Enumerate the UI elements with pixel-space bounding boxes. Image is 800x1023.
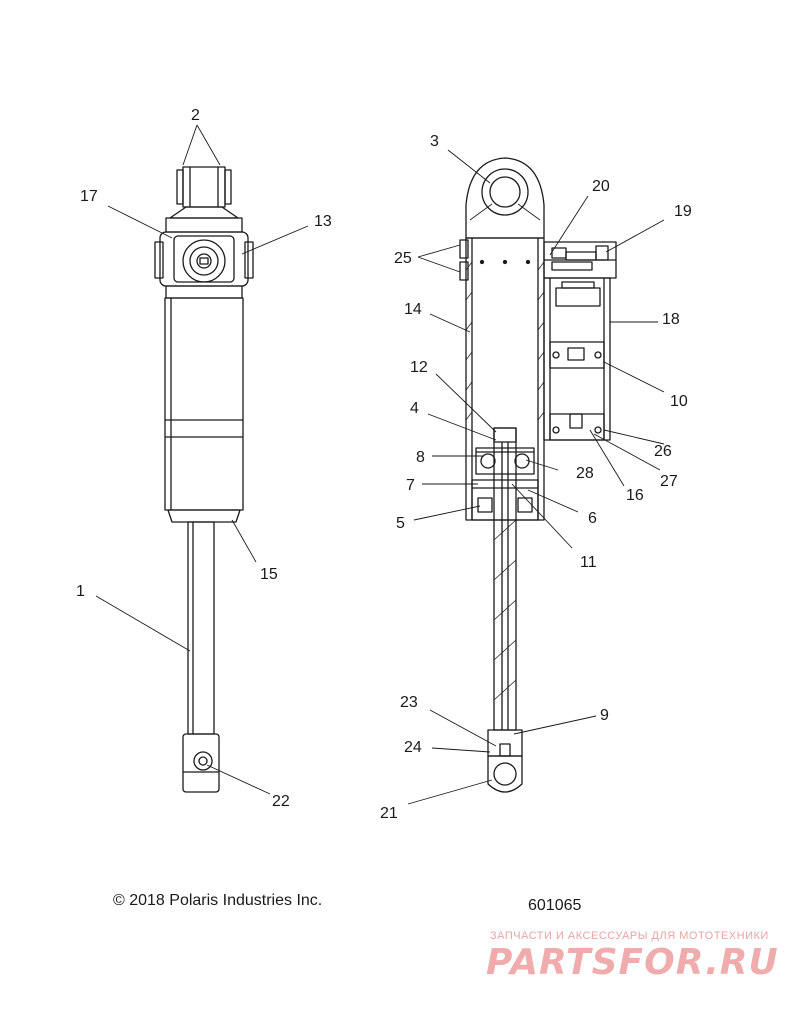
callout-19: 19 [674, 203, 692, 220]
callout-11: 11 [580, 554, 597, 571]
lower-mount-eye [182, 733, 220, 793]
floating-piston [549, 341, 605, 369]
cylinder-section [465, 237, 545, 521]
callout-6: 6 [588, 510, 597, 527]
upper-mount-bushing [182, 239, 226, 283]
callout-20: 20 [592, 178, 610, 195]
piston-shaft [187, 521, 215, 735]
lower-bushing [493, 762, 517, 786]
callout-8: 8 [416, 449, 425, 466]
callout-17: 17 [80, 188, 98, 205]
callout-22: 22 [272, 793, 290, 810]
callout-3: 3 [430, 133, 439, 150]
o-ring-lower [459, 261, 469, 281]
shock-exterior-view [154, 166, 254, 793]
callout-7: 7 [406, 477, 415, 494]
callout-14: 14 [404, 301, 422, 318]
callout-12: 12 [410, 359, 428, 376]
upper-eye-section [465, 157, 545, 239]
callout-15: 15 [260, 566, 278, 583]
body-tube [164, 297, 244, 511]
callout-13: 13 [314, 213, 332, 230]
section-shaft [493, 427, 517, 731]
callout-18: 18 [662, 311, 680, 328]
o-ring-upper [459, 239, 469, 259]
lower-clevis [487, 729, 523, 757]
wall-hatching [465, 261, 545, 421]
copyright-notice: © 2018 Polaris Industries Inc. [113, 892, 323, 909]
callout-21: 21 [380, 805, 398, 822]
leader-lines [95, 124, 665, 805]
callout-labels: 2 17 13 15 1 22 3 20 19 25 14 18 12 10 4… [76, 107, 692, 822]
callout-27: 27 [660, 473, 678, 490]
seal-head [471, 479, 539, 521]
reservoir-end-cap [549, 413, 605, 441]
callout-26: 26 [654, 443, 672, 460]
callout-25: 25 [394, 250, 412, 267]
shaft-hatching [493, 519, 517, 701]
shock-section-view [459, 157, 617, 793]
drawing-number: 601065 [528, 897, 582, 914]
bottom-seal-cap [167, 509, 241, 523]
callout-24: 24 [404, 739, 422, 756]
callout-10: 10 [670, 393, 688, 410]
main-piston [475, 447, 535, 475]
callout-23: 23 [400, 694, 418, 711]
callout-16: 16 [626, 487, 644, 504]
adjuster-knob [182, 166, 226, 208]
callout-1: 1 [76, 583, 85, 600]
callout-28: 28 [576, 465, 594, 482]
watermark-brand: PARTSFOR.RU [486, 942, 779, 983]
callout-5: 5 [396, 515, 405, 532]
callout-2: 2 [191, 107, 200, 124]
callout-9: 9 [600, 707, 609, 724]
watermark-tagline: ЗАПЧАСТИ И АКСЕССУАРЫ ДЛЯ МОТОТЕХНИКИ [490, 930, 769, 942]
callout-4: 4 [410, 400, 419, 417]
